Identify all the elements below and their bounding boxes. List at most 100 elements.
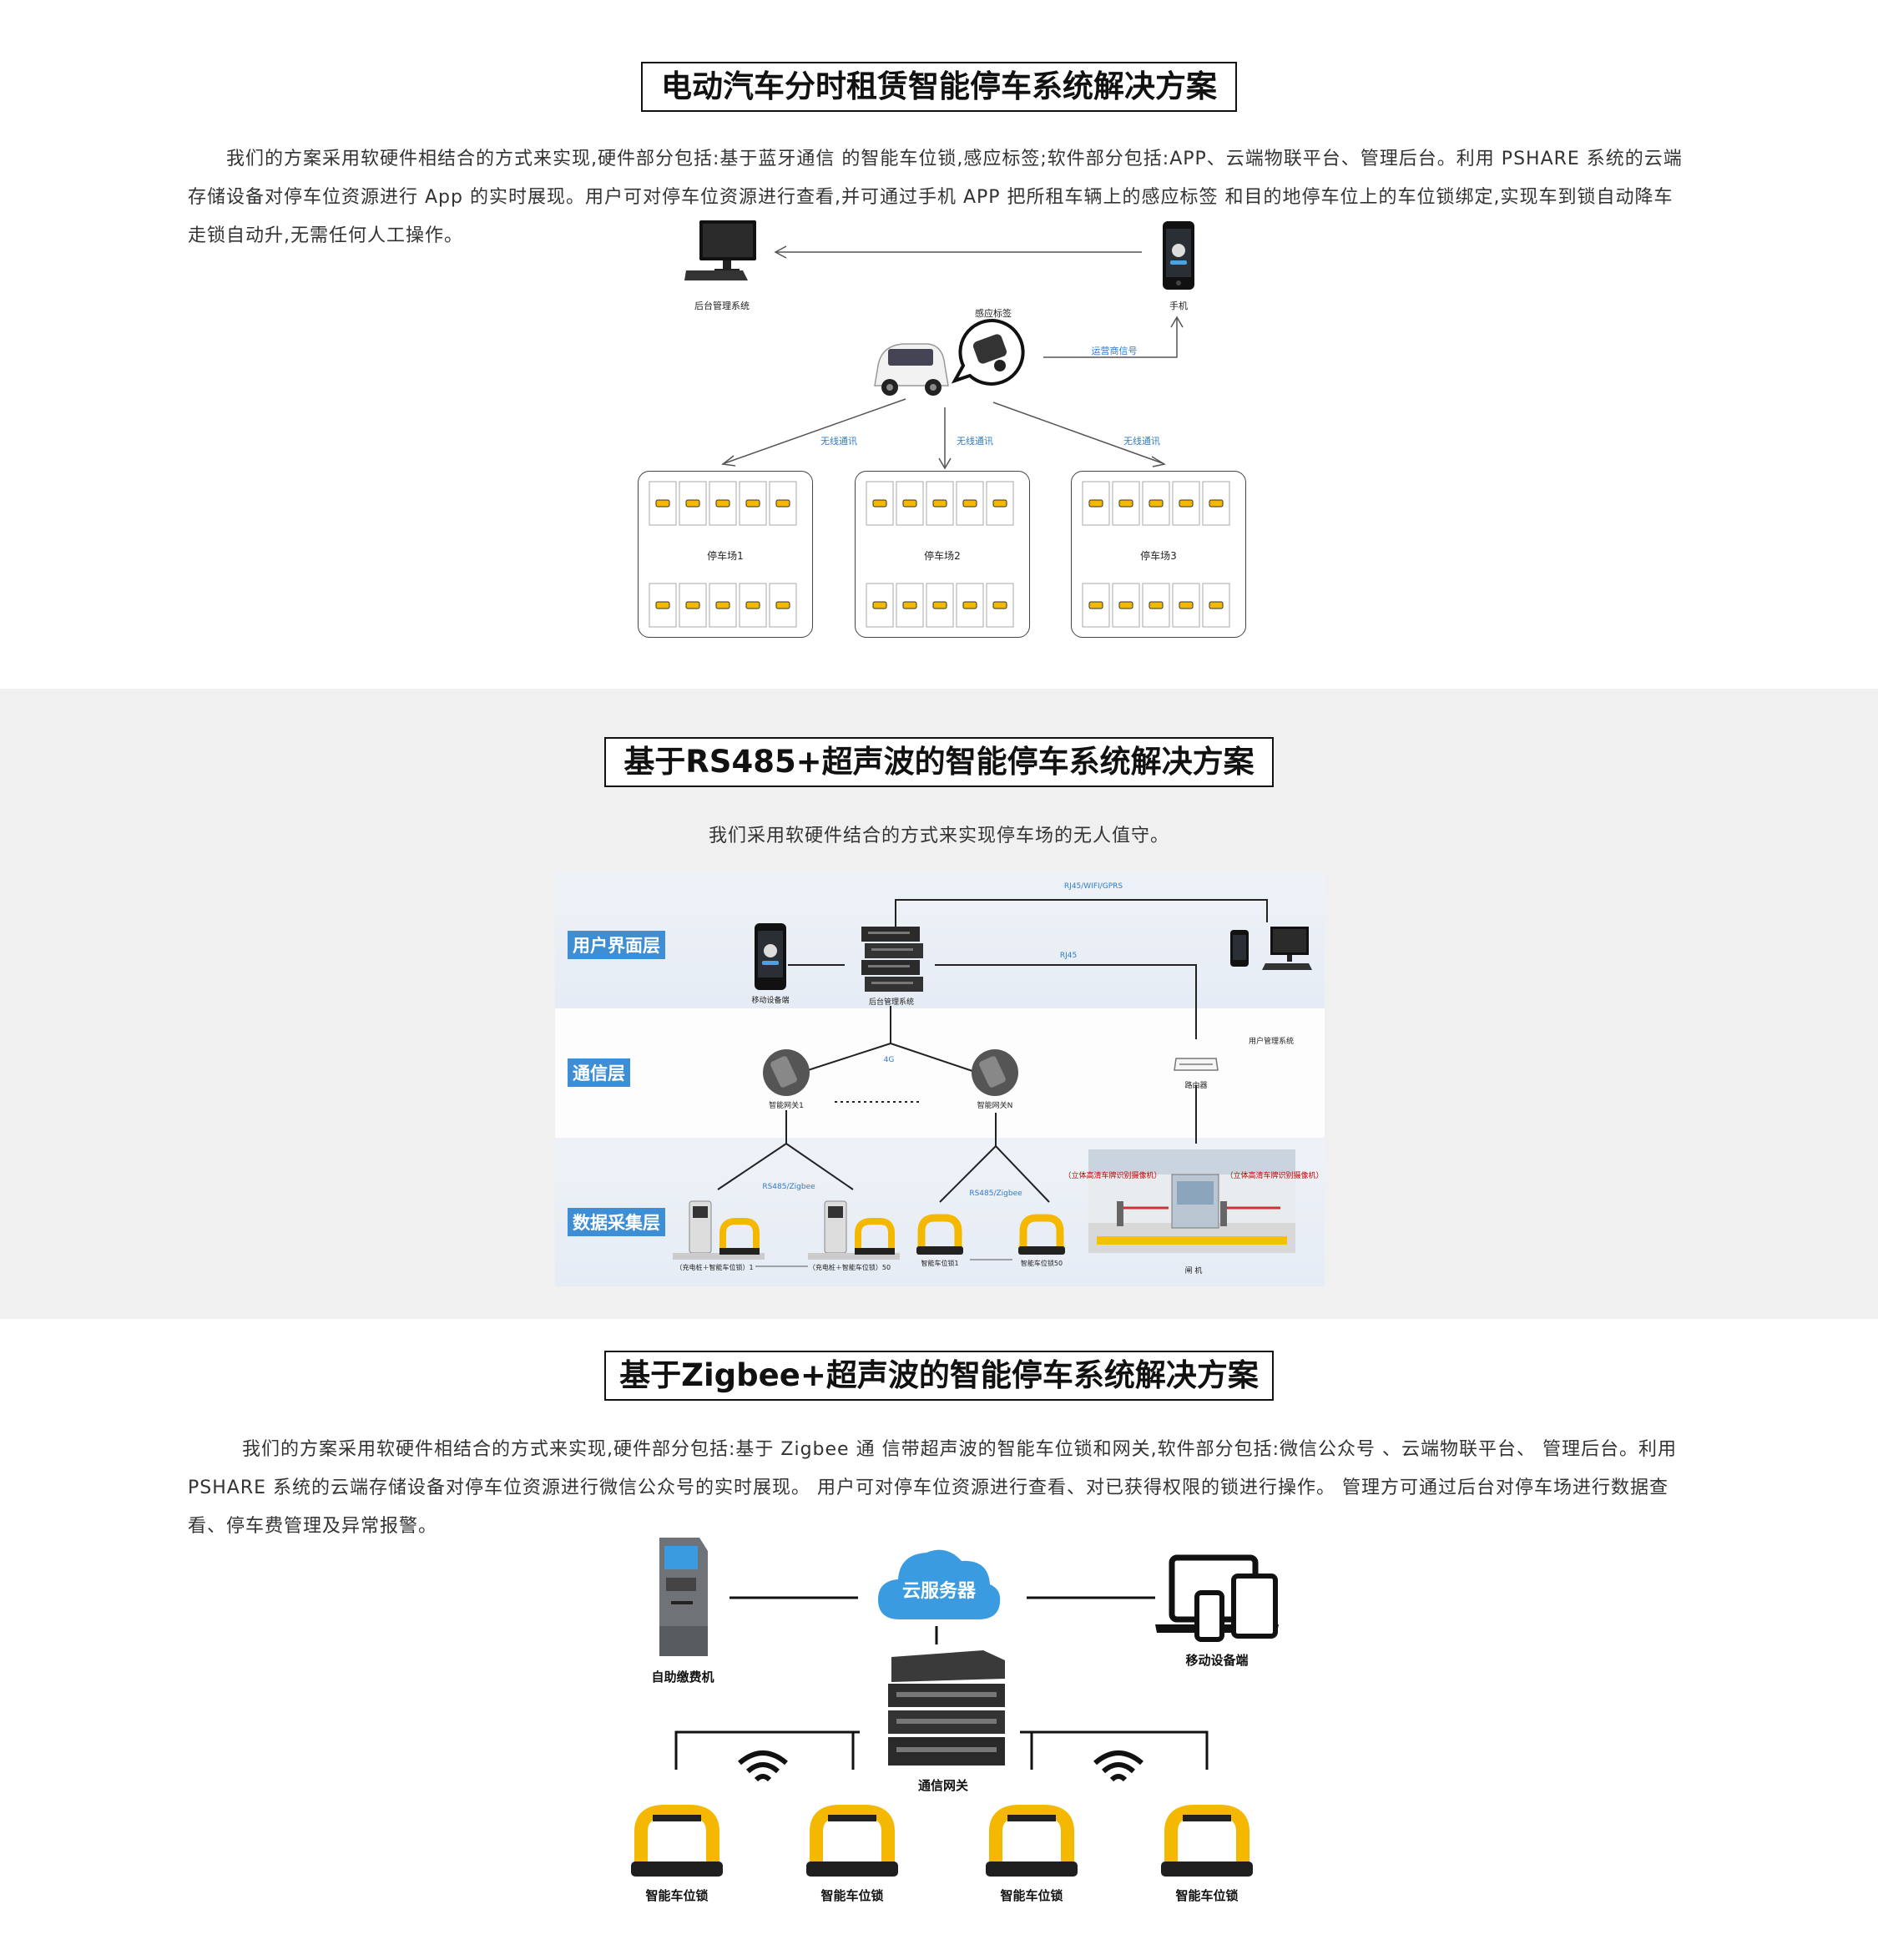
parking-lock xyxy=(932,601,947,609)
lock-label-4: 智能车位锁 xyxy=(1175,1888,1239,1903)
cloud-label: 云服务器 xyxy=(901,1581,976,1602)
parking-lock xyxy=(775,601,790,609)
cam-left-label: （立体高清车牌识别摄像机） xyxy=(1063,1172,1162,1180)
layer-tag-data: 数据采集层 xyxy=(568,1208,665,1236)
gate-label: 闸 机 xyxy=(1184,1267,1203,1276)
parking-lock xyxy=(992,499,1007,508)
rs485-label-a: RS485/Zigbee xyxy=(762,1183,815,1191)
parking-lock xyxy=(902,601,917,609)
gateway-rack-icon xyxy=(888,1650,1005,1766)
link-top-label: RJ45/WIFI/GPRS xyxy=(1063,882,1123,891)
parking-lock xyxy=(685,499,700,508)
parking-lock xyxy=(745,499,760,508)
parking-lot-3-label: 停车场3 xyxy=(1140,550,1177,562)
section2-subtitle: 我们采用软硬件结合的方式来实现停车场的无人值守。 xyxy=(708,826,1169,846)
charger-lock-1-icon xyxy=(673,1200,765,1260)
lock-label-2: 智能车位锁 xyxy=(820,1888,884,1903)
server-icon xyxy=(861,927,923,992)
phone-label: 手机 xyxy=(1169,301,1188,311)
cloud-icon xyxy=(878,1549,1001,1619)
mobile-devices-icon xyxy=(1155,1554,1279,1642)
user-mgmt-devices-icon xyxy=(1230,927,1312,970)
sensor-tag-icon xyxy=(951,318,1025,386)
rs485-lines xyxy=(717,899,1268,1267)
lock-label-1: 智能车位锁 xyxy=(645,1888,709,1903)
parking-lock xyxy=(655,499,670,508)
parking-lock xyxy=(1149,601,1164,609)
mobile-devices-label: 移动设备端 xyxy=(1185,1653,1249,1668)
wireless-label-2: 无线通讯 xyxy=(957,436,993,447)
lock-1-icon xyxy=(916,1214,963,1255)
parking-lock xyxy=(1118,601,1133,609)
parking-lock xyxy=(715,601,730,609)
parking-lot-2-label: 停车场2 xyxy=(924,550,961,562)
router-icon xyxy=(1174,1058,1219,1071)
car-icon xyxy=(874,343,949,396)
kiosk-label: 自助缴费机 xyxy=(651,1670,714,1685)
lock-icon-1 xyxy=(631,1805,723,1877)
lock-icon-3 xyxy=(986,1805,1078,1877)
parking-slots xyxy=(649,481,1230,628)
parking-lock xyxy=(992,601,1007,609)
parking-lock xyxy=(962,499,977,508)
section3-title: 基于Zigbee+超声波的智能停车系统解决方案 xyxy=(604,1351,1274,1401)
parking-lock xyxy=(1209,601,1224,609)
wifi-icon-left xyxy=(738,1750,788,1782)
server-label: 后台管理系统 xyxy=(868,998,914,1007)
section1-paragraph: 我们的方案采用软硬件相结合的方式来实现,硬件部分包括:基于蓝牙通信 的智能车位锁… xyxy=(188,140,1690,255)
gateway-label: 通信网关 xyxy=(917,1778,968,1793)
parking-slot xyxy=(956,481,984,526)
parking-lot-1-label: 停车场1 xyxy=(707,550,744,562)
gateway-n-label: 智能网关N xyxy=(977,1102,1013,1110)
carrier-label: 运营商信号 xyxy=(1091,346,1138,356)
parking-lock xyxy=(1209,499,1224,508)
charger-lock-1-label: （充电桩＋智能车位锁）1 xyxy=(675,1264,754,1271)
cam-right-label: （立体高清车牌识别摄像机） xyxy=(1225,1172,1324,1180)
gate-photo xyxy=(1088,1149,1295,1253)
section2-title: 基于RS485+超声波的智能停车系统解决方案 xyxy=(604,737,1274,787)
link-4g-label: 4G xyxy=(883,1056,895,1064)
rs485-label-b: RS485/Zigbee xyxy=(969,1190,1022,1198)
parking-slot xyxy=(986,481,1014,526)
phone-icon xyxy=(1163,221,1194,290)
mobile-label: 移动设备端 xyxy=(751,997,790,1005)
lock-1-label: 智能车位锁1 xyxy=(921,1260,959,1267)
gateway-1-label: 智能网关1 xyxy=(769,1102,804,1110)
parking-lock xyxy=(932,499,947,508)
section-zigbee: 基于Zigbee+超声波的智能停车系统解决方案 我们的方案采用软硬件相结合的方式… xyxy=(0,1319,1878,1960)
computer-icon xyxy=(684,220,756,280)
section3-paragraph-text: 我们的方案采用软硬件相结合的方式来实现,硬件部分包括:基于 Zigbee 通 信… xyxy=(188,1439,1677,1537)
gateway-1-icon xyxy=(763,1049,810,1096)
parking-lock xyxy=(902,499,917,508)
layer-tag-user: 用户界面层 xyxy=(568,931,665,959)
wifi-icon-right xyxy=(1093,1750,1143,1782)
parking-lock xyxy=(1179,601,1194,609)
tag-label: 感应标签 xyxy=(975,308,1012,319)
section1-title: 电动汽车分时租赁智能停车系统解决方案 xyxy=(641,62,1237,112)
parking-slot xyxy=(896,481,924,526)
parking-lock xyxy=(745,601,760,609)
backend-label: 后台管理系统 xyxy=(694,301,750,311)
parking-lock xyxy=(872,499,887,508)
parking-lock xyxy=(685,601,700,609)
section-rs485: 基于RS485+超声波的智能停车系统解决方案 我们采用软硬件结合的方式来实现停车… xyxy=(0,689,1878,1319)
parking-lock xyxy=(1088,499,1103,508)
lock-icon-2 xyxy=(806,1805,898,1877)
gateway-n-icon xyxy=(972,1049,1018,1096)
charger-lock-50-label: （充电桩＋智能车位锁）50 xyxy=(808,1264,891,1271)
zigbee-lines xyxy=(674,1596,1209,1770)
parking-lock xyxy=(962,601,977,609)
parking-lock xyxy=(1088,601,1103,609)
kiosk-icon xyxy=(659,1538,708,1656)
lock-icon-4 xyxy=(1161,1805,1253,1877)
lock-50-icon xyxy=(1018,1214,1065,1255)
parking-lock xyxy=(1149,499,1164,508)
parking-lock xyxy=(1118,499,1133,508)
section3-paragraph: 我们的方案采用软硬件相结合的方式来实现,硬件部分包括:基于 Zigbee 通 信… xyxy=(188,1431,1690,1546)
parking-lock xyxy=(872,601,887,609)
parking-lock xyxy=(775,499,790,508)
link-rj45-label: RJ45 xyxy=(1059,952,1078,960)
router-label: 路由器 xyxy=(1184,1082,1208,1090)
section1-paragraph-text: 我们的方案采用软硬件相结合的方式来实现,硬件部分包括:基于蓝牙通信 的智能车位锁… xyxy=(188,149,1683,246)
lock-label-3: 智能车位锁 xyxy=(1000,1888,1063,1903)
